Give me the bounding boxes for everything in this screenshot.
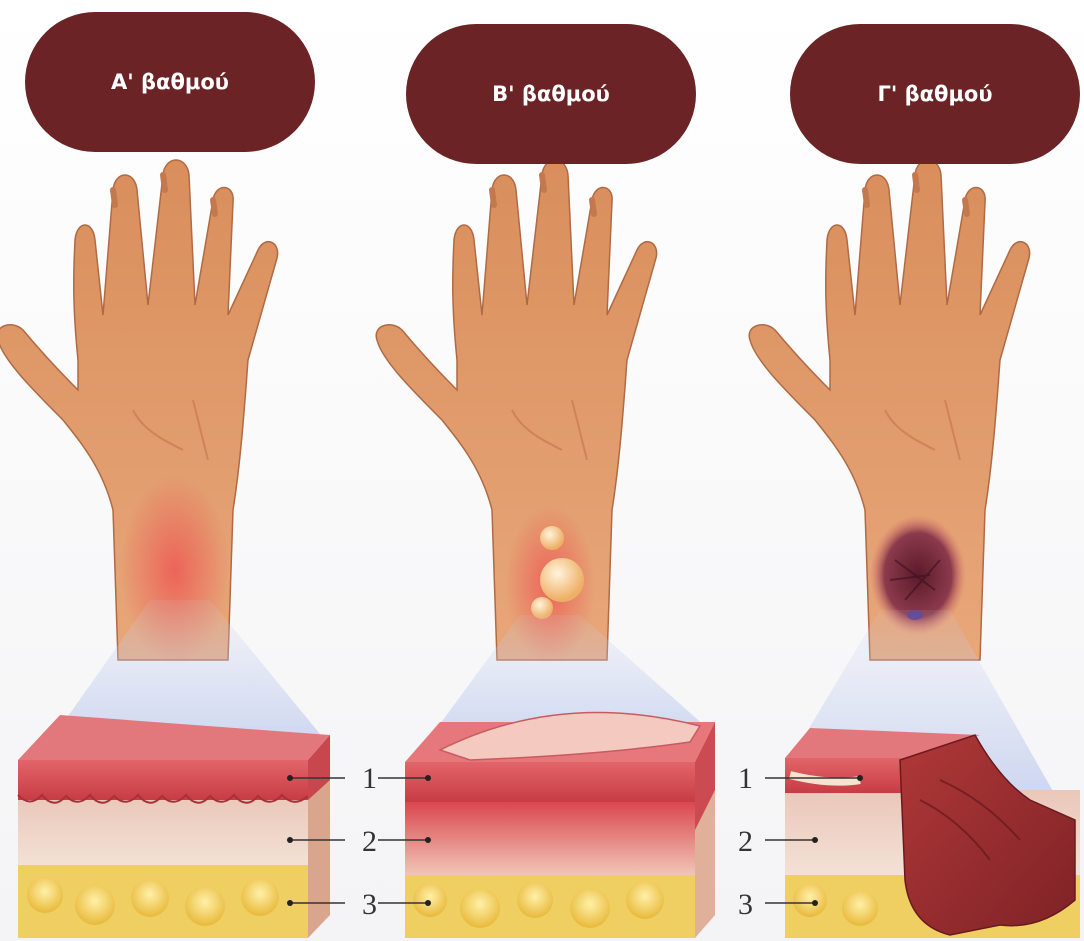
layer-number-2: 2	[362, 825, 377, 858]
second-degree-skin-block	[405, 713, 715, 939]
layer-number-1-right: 1	[738, 762, 753, 795]
layer-number-1: 1	[362, 762, 377, 795]
third-degree-label: Γ' βαθμού	[790, 24, 1080, 164]
second-degree-label: Β' βαθμού	[406, 24, 696, 164]
third-degree-label-text: Γ' βαθμού	[877, 82, 992, 106]
first-degree-label: Α' βαθμού	[25, 12, 315, 152]
layer-number-3-right: 3	[738, 888, 753, 921]
first-degree-skin-block	[18, 715, 330, 938]
first-degree-label-text: Α' βαθμού	[111, 70, 229, 94]
layer-number-3: 3	[362, 888, 377, 921]
second-degree-label-text: Β' βαθμού	[492, 82, 610, 106]
layer-number-2-right: 2	[738, 825, 753, 858]
